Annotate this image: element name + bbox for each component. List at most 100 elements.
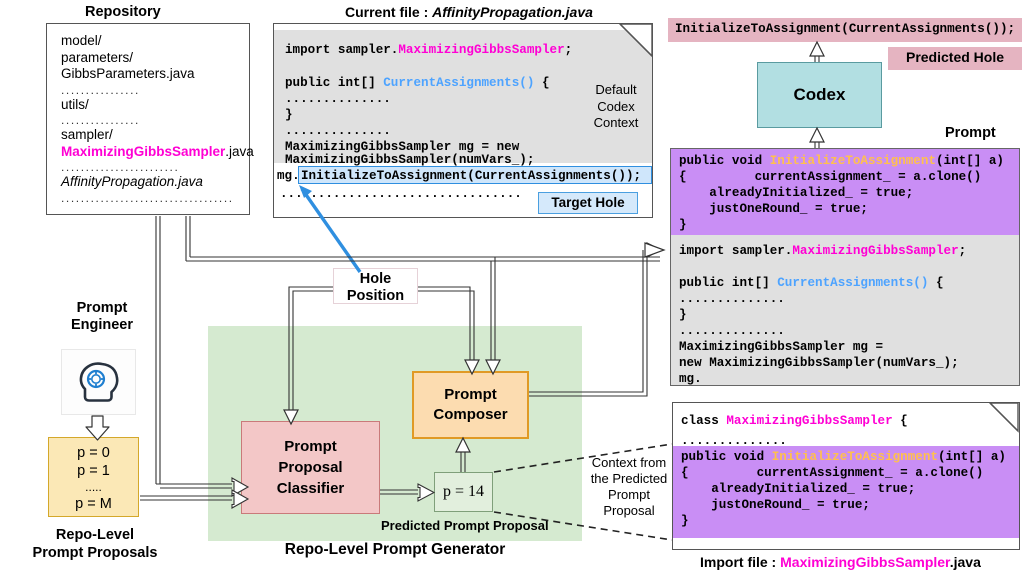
- repo-line-highlighted: MaximizingGibbsSampler.java: [61, 143, 254, 161]
- target-hole-badge: Target Hole: [538, 192, 638, 214]
- import-code-line: public void InitializeToAssignment(int[]…: [681, 449, 1019, 465]
- predicted-hole-code: InitializeToAssignment(CurrentAssignment…: [668, 18, 1022, 42]
- repo-dots: ................: [61, 82, 140, 97]
- repo-line: sampler/: [61, 127, 113, 142]
- composer-line: Prompt: [444, 386, 497, 403]
- code-method: InitializeToAssignment: [769, 154, 936, 168]
- context-line: Codex: [597, 98, 635, 114]
- code-classname: MaximizingGibbsSampler: [398, 43, 565, 57]
- prompt-code-line: new MaximizingGibbsSampler(numVars_);: [679, 356, 959, 370]
- current-file-code-line-9: ................................: [280, 187, 522, 201]
- hole-position-l2: Position: [346, 288, 405, 304]
- import-code-line: }: [681, 514, 689, 528]
- prompt-code-line: { currentAssignment_ = a.clone(): [679, 170, 982, 184]
- predicted-hole-badge: Predicted Hole: [888, 47, 1022, 70]
- prompt-code-line: justOneRound_ = true;: [679, 202, 868, 216]
- current-file-code-hole-prefix: mg.: [277, 169, 300, 183]
- proposal-item: p = M: [75, 496, 112, 512]
- import-code-line: { currentAssignment_ = a.clone(): [681, 466, 984, 480]
- ctx-line: Context from: [591, 455, 667, 470]
- prompt-code-line: mg.: [679, 372, 702, 386]
- current-file-code-hole-text: InitializeToAssignment(CurrentAssignment…: [301, 169, 642, 183]
- prompt-composer-box: Prompt Composer: [412, 371, 529, 439]
- ctx-line: Proposal: [603, 503, 655, 518]
- prompt-engineer-title-l1: Prompt: [76, 300, 128, 316]
- import-caption-label: Import file :: [700, 554, 781, 570]
- repo-highlight-name: MaximizingGibbsSampler: [61, 143, 226, 159]
- repo-highlight-ext: .java: [225, 143, 254, 159]
- code-text: {: [534, 76, 550, 90]
- current-file-code-line-5: ..............: [285, 124, 391, 138]
- prompt-code-blank: [679, 259, 1019, 275]
- current-file-name: AffinityPropagation.java: [432, 4, 593, 20]
- current-file-code-line-2: public int[] CurrentAssignments() {: [285, 75, 550, 91]
- code-text: ;: [564, 43, 573, 57]
- hole-position-box: Hole Position: [333, 268, 418, 304]
- prompt-grey-section: import sampler.MaximizingGibbsSampler; p…: [671, 235, 1019, 386]
- code-text: public void: [681, 450, 772, 464]
- current-file-code-line-6: MaximizingGibbsSampler mg = new: [285, 140, 520, 154]
- head-with-gear-icon: [79, 362, 119, 402]
- prompt-code-line: }: [679, 308, 687, 322]
- hole-position-l1: Hole: [359, 271, 392, 287]
- code-method: CurrentAssignments(): [777, 276, 929, 290]
- repo-level-prompt-proposals-box: p = 0 p = 1 ..... p = M: [48, 437, 139, 517]
- import-file-class-line: class MaximizingGibbsSampler {: [681, 413, 908, 429]
- import-code-line: justOneRound_ = true;: [681, 498, 870, 512]
- proposals-caption: Repo-Level Prompt Proposals: [10, 527, 180, 562]
- current-file-title: Current file : AffinityPropagation.java: [345, 4, 593, 20]
- repo-line-current: AffinityPropagation.java: [61, 174, 203, 189]
- context-from-predicted-proposal-label: Context from the Predicted Prompt Propos…: [583, 455, 675, 519]
- current-file-label: Current file :: [345, 4, 433, 20]
- code-text: ;: [958, 244, 967, 258]
- prompt-code-line: public void InitializeToAssignment(int[]…: [679, 153, 1019, 169]
- predicted-prompt-proposal-value: p = 14: [434, 472, 493, 512]
- import-code-line: alreadyInitialized_ = true;: [681, 482, 916, 496]
- prompt-code-line: alreadyInitialized_ = true;: [679, 186, 914, 200]
- generator-caption: Repo-Level Prompt Generator: [284, 541, 506, 558]
- proposals-caption-l1: Repo-Level: [55, 527, 135, 543]
- current-file-code-background: [274, 30, 652, 163]
- repo-dots: ...................................: [61, 190, 234, 205]
- repo-line: parameters/: [61, 49, 134, 65]
- predicted-prompt-proposal-label: Predicted Prompt Proposal: [381, 518, 549, 533]
- prompt-code-line: MaximizingGibbsSampler mg =: [679, 340, 884, 354]
- code-text: public void: [679, 154, 770, 168]
- prompt-engineer-icon-frame: [61, 349, 136, 415]
- ctx-line: Prompt: [608, 487, 650, 502]
- code-method: CurrentAssignments(): [383, 76, 535, 90]
- repository-panel: model/ parameters/ GibbsParameters.java …: [46, 23, 254, 215]
- code-text: public int[]: [285, 76, 384, 90]
- current-file-code-line-3: ..............: [285, 92, 391, 106]
- code-text: import sampler.: [679, 244, 793, 258]
- proposals-caption-l2: Prompt Proposals: [32, 544, 158, 561]
- ctx-line: the Predicted: [590, 471, 668, 486]
- context-line: Default: [595, 82, 637, 97]
- code-classname: MaximizingGibbsSampler: [726, 414, 893, 428]
- prompt-code-line: import sampler.MaximizingGibbsSampler;: [679, 243, 1019, 259]
- code-text: {: [892, 414, 908, 428]
- codex-model-box: Codex: [757, 62, 882, 128]
- repo-line: GibbsParameters.java: [61, 66, 195, 81]
- context-line: Context: [593, 115, 639, 130]
- repo-dots: ................: [61, 113, 140, 127]
- composer-line: Composer: [433, 406, 508, 423]
- current-file-code-line-1: import sampler.MaximizingGibbsSampler;: [285, 42, 572, 58]
- code-method: InitializeToAssignment: [771, 450, 938, 464]
- repo-line: utils/: [61, 96, 89, 112]
- target-hole-highlight[interactable]: [298, 166, 652, 184]
- prompt-proposal-classifier-box: Prompt Proposal Classifier: [241, 421, 380, 514]
- prompt-engineer-title-l2: Engineer: [70, 317, 134, 333]
- code-text: {: [928, 276, 944, 290]
- classifier-line: Classifier: [276, 480, 345, 497]
- proposal-item: p = 0: [77, 445, 110, 461]
- prompt-code-line: ..............: [679, 324, 785, 338]
- prompt-panel-label: Prompt: [945, 125, 996, 141]
- import-caption-ext: .java: [949, 554, 981, 570]
- repo-dots: ........................: [61, 160, 180, 174]
- classifier-line: Prompt: [284, 438, 337, 455]
- import-caption-name: MaximizingGibbsSampler: [780, 554, 950, 570]
- prompt-engineer-title: Prompt Engineer: [54, 300, 150, 334]
- code-text: public int[]: [679, 276, 778, 290]
- repo-line: model/: [61, 33, 102, 48]
